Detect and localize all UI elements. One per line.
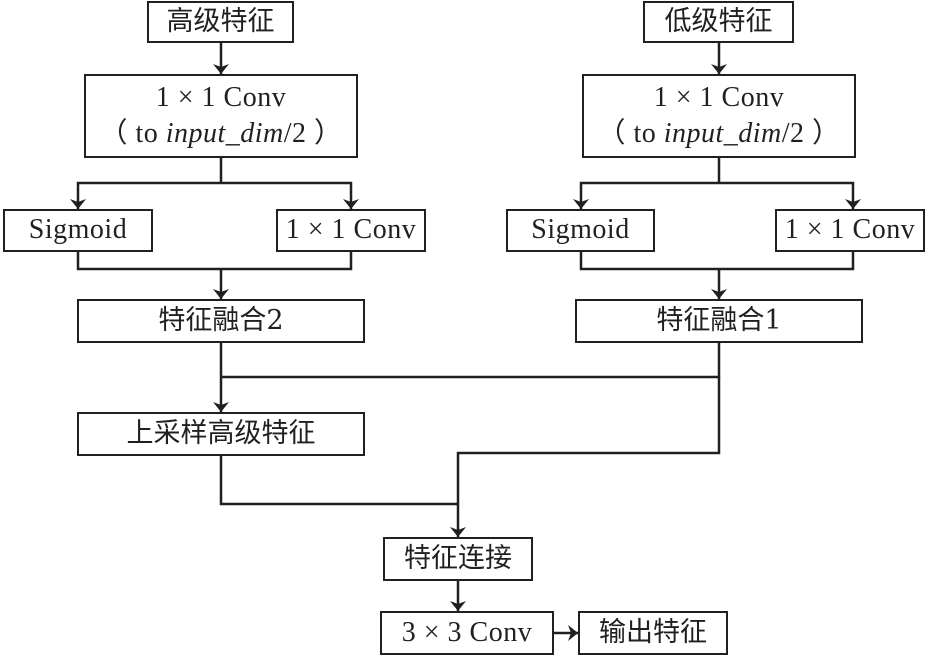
node-label: 特征融合2 xyxy=(158,305,284,337)
edge-upsample-to-concat xyxy=(219,455,458,506)
node-conv1x1-left: 1 × 1 Conv xyxy=(276,209,426,252)
node-conv3x3: 3 × 3 Conv xyxy=(380,611,554,655)
node-fusion1: 特征融合1 xyxy=(575,299,863,343)
node-concat: 特征连接 xyxy=(383,537,533,581)
edge-split-to-sigmoid-right xyxy=(573,181,719,209)
node-low-feature: 低级特征 xyxy=(643,1,794,43)
edge-merge-right xyxy=(579,251,855,271)
sublabel-prefix: （ to xyxy=(99,118,166,149)
sublabel-italic: input_dim xyxy=(165,118,284,149)
edge-fusion1-to-upsample xyxy=(221,342,721,379)
node-label: 低级特征 xyxy=(664,6,773,38)
sublabel-suffix: /2 ） xyxy=(283,118,343,149)
node-sublabel: （ to input_dim/2 ） xyxy=(597,116,840,152)
node-label: 3 × 3 Conv xyxy=(401,616,533,648)
node-label: Sigmoid xyxy=(531,214,630,246)
sublabel-suffix: /2 ） xyxy=(781,118,841,149)
node-label: 1 × 1 Conv xyxy=(285,214,417,246)
node-label: Sigmoid xyxy=(28,214,128,246)
edge-split-to-conv1x1-left xyxy=(221,181,359,209)
node-high-feature: 高级特征 xyxy=(147,1,294,43)
node-sigmoid-left: Sigmoid xyxy=(3,209,153,252)
node-label: 1 × 1 Conv xyxy=(653,81,785,113)
node-label: 高级特征 xyxy=(166,6,275,38)
edge-split-to-conv1x1-right xyxy=(719,181,861,209)
edge-merge-left xyxy=(76,251,353,271)
node-sigmoid-right: Sigmoid xyxy=(506,209,655,252)
node-label: 上采样高级特征 xyxy=(126,418,316,450)
node-sublabel: （ to input_dim/2 ） xyxy=(99,116,342,152)
node-conv-right: 1 × 1 Conv （ to input_dim/2 ） xyxy=(582,74,856,158)
edge-split-to-sigmoid-left xyxy=(70,181,221,209)
node-conv-left: 1 × 1 Conv （ to input_dim/2 ） xyxy=(84,74,358,158)
node-label: 1 × 1 Conv xyxy=(155,81,287,113)
node-output: 输出特征 xyxy=(578,611,728,655)
node-label: 特征融合1 xyxy=(656,305,782,337)
node-conv1x1-right: 1 × 1 Conv xyxy=(775,209,925,252)
node-fusion2: 特征融合2 xyxy=(77,299,365,343)
node-label: 特征连接 xyxy=(404,543,512,575)
node-label: 输出特征 xyxy=(599,617,707,649)
edge-fusion1-to-concat xyxy=(450,377,721,537)
node-label: 1 × 1 Conv xyxy=(784,214,916,246)
sublabel-italic: input_dim xyxy=(663,118,782,149)
sublabel-prefix: （ to xyxy=(597,118,664,149)
node-upsample-high: 上采样高级特征 xyxy=(77,412,365,456)
